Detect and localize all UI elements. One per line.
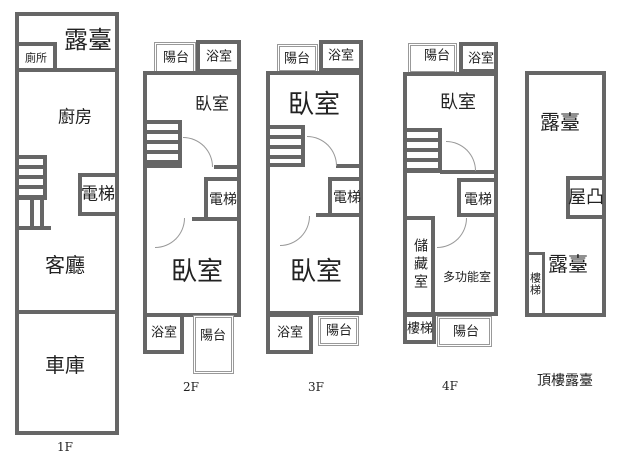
stairs-icon <box>19 155 47 200</box>
elevator-label: 電梯 <box>464 192 492 208</box>
wall <box>30 200 34 228</box>
wall <box>336 164 363 168</box>
balcony-label: 陽台 <box>325 323 353 339</box>
stairs-room <box>525 252 545 317</box>
balcony-label: 陽台 <box>199 328 227 344</box>
stairs-room <box>403 313 436 344</box>
elevator-room <box>204 177 241 221</box>
balcony <box>318 316 359 346</box>
bedroom-label: 臥室 <box>289 257 343 287</box>
bath-label: 浴室 <box>150 325 178 341</box>
storage-label: 儲藏室 <box>412 238 428 292</box>
floor-label: 3F <box>308 380 324 394</box>
elevator-label: 電梯 <box>81 184 115 205</box>
multipurpose-label: 多功能室 <box>442 270 492 284</box>
elevator-room <box>457 178 498 217</box>
wall <box>214 165 241 169</box>
bedroom-label: 臥室 <box>287 90 341 120</box>
balcony <box>193 315 234 374</box>
floor-label: 1F <box>57 440 73 454</box>
stairs-icon <box>407 128 442 173</box>
wall <box>192 217 206 221</box>
elevator-label: 電梯 <box>333 190 361 206</box>
toilet-label: 廁所 <box>25 51 47 65</box>
floor-label: 2F <box>183 380 199 394</box>
elevator-room <box>328 177 363 217</box>
bath-label: 浴室 <box>467 51 495 67</box>
terrace-label: 露臺 <box>64 26 112 54</box>
stairs-icon <box>270 125 305 167</box>
bedroom-label: 臥室 <box>440 92 476 113</box>
bedroom-label: 臥室 <box>195 94 229 115</box>
bath-room <box>319 40 363 72</box>
kitchen-label: 廚房 <box>58 107 92 128</box>
bath-label: 浴室 <box>205 49 233 65</box>
wall <box>15 68 119 72</box>
roof-box-label: 屋凸 <box>568 187 604 208</box>
toilet-room <box>15 42 57 72</box>
roof-box-room <box>566 176 606 219</box>
bath-room <box>459 42 498 73</box>
wall <box>19 226 51 230</box>
bedroom-label: 臥室 <box>170 257 224 287</box>
elevator-room <box>78 173 119 216</box>
wall <box>440 170 498 174</box>
terrace-label: 露臺 <box>548 252 588 276</box>
floor-label: 4F <box>442 379 458 393</box>
bath-room <box>266 313 313 354</box>
living-label: 客廳 <box>45 253 85 277</box>
balcony-label: 陽台 <box>162 50 190 66</box>
balcony-label: 陽台 <box>283 51 311 67</box>
wall <box>15 310 119 314</box>
balcony-label: 陽台 <box>452 324 480 340</box>
stairs-icon <box>147 120 182 168</box>
stairs-label: 樓梯 <box>406 321 434 337</box>
outer-wall <box>15 12 119 435</box>
wall <box>40 200 44 228</box>
floor-label: 頂樓露臺 <box>537 373 593 389</box>
elevator-label: 電梯 <box>209 192 237 208</box>
bath-label: 浴室 <box>327 48 355 64</box>
balcony-label: 陽台 <box>423 48 451 64</box>
stairs-label: 樓梯 <box>528 272 542 296</box>
bath-label: 浴室 <box>276 325 304 341</box>
wall <box>316 213 330 217</box>
terrace-label: 露臺 <box>540 110 580 134</box>
garage-label: 車庫 <box>45 353 85 377</box>
balcony <box>437 316 492 347</box>
bath-room <box>143 313 184 354</box>
